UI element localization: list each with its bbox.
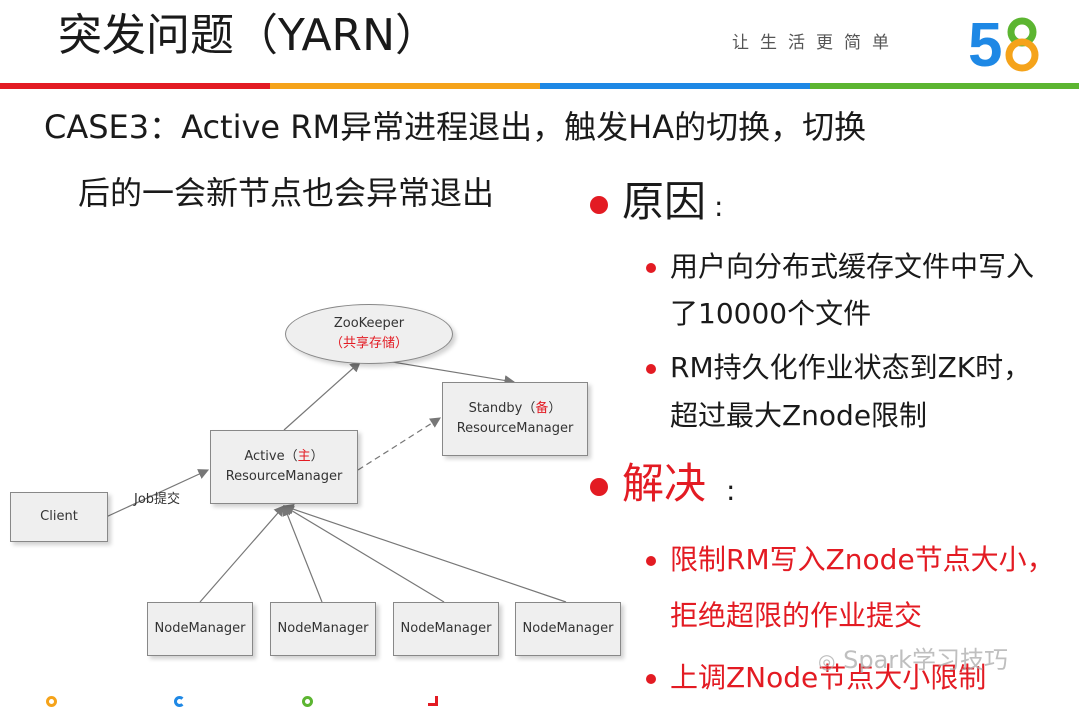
nodemanager-3-label: NodeManager	[400, 621, 492, 636]
solve-item-1-line2: 拒绝超限的作业提交	[670, 599, 923, 632]
standby-rm-node: Standby（备） ResourceManager	[442, 382, 588, 456]
nodemanager-4: NodeManager	[515, 602, 621, 656]
active-rm-node: Active（主） ResourceManager	[210, 430, 358, 504]
reason-colon: :	[714, 190, 724, 223]
nodemanager-3: NodeManager	[393, 602, 499, 656]
wechat-icon: ◎	[818, 649, 836, 673]
header-color-rule	[0, 83, 1079, 89]
rule-segment-red	[0, 83, 270, 89]
edge-nm1-to-active	[199, 505, 285, 603]
client-label: Client	[40, 509, 78, 524]
logo-digit-5: 5	[968, 12, 1002, 74]
nodemanager-4-label: NodeManager	[522, 621, 614, 636]
footer-orange-ring-icon	[46, 696, 57, 707]
solve-heading: 解决	[622, 459, 707, 508]
reason-item-1-bullet-icon	[646, 263, 656, 273]
reason-item-2-bullet-icon	[646, 364, 656, 374]
solve-item-2-bullet-icon	[646, 674, 656, 684]
edge-nm4-to-active	[282, 503, 567, 603]
standby-sub-label: ResourceManager	[456, 421, 574, 436]
zookeeper-node: ZooKeeper （共享存储）	[285, 304, 453, 364]
reason-item-1-line1: 用户向分布式缓存文件中写入	[670, 250, 1035, 283]
solve-item-2-line1: 上调ZNode节点大小限制	[670, 661, 987, 694]
edge-active-to-standby-dashed	[357, 417, 442, 471]
slide-title: 突发问题（YARN）	[58, 10, 440, 61]
slogan: 让生活更简单	[732, 33, 900, 53]
client-node: Client	[10, 492, 108, 542]
watermark: ◎ Spark学习技巧	[818, 640, 1008, 675]
logo-ring-bottom	[1005, 38, 1039, 72]
edge-nm2-to-active	[282, 504, 323, 603]
rule-segment-orange	[270, 83, 540, 89]
nodemanager-2: NodeManager	[270, 602, 376, 656]
reason-bullet-icon	[590, 196, 608, 214]
job-submit-label: Job提交	[134, 492, 181, 507]
nodemanager-1-label: NodeManager	[154, 621, 246, 636]
nodemanager-2-label: NodeManager	[277, 621, 369, 636]
standby-tag: 备	[535, 401, 549, 416]
solve-colon: :	[726, 474, 736, 507]
reason-item-1-line2: 了10000个文件	[670, 297, 872, 330]
standby-label-prefix: Standby（	[468, 401, 536, 416]
case-statement-line2: 后的一会新节点也会异常退出	[78, 174, 495, 212]
yarn-ha-diagram: ZooKeeper （共享存储） Standby（备） ResourceMana…	[0, 290, 640, 670]
active-label-suffix: ）	[310, 449, 324, 464]
diagram-connectors	[105, 359, 567, 603]
reason-item-2-line1: RM持久化作业状态到ZK时，	[670, 351, 1032, 384]
rule-segment-green	[810, 83, 1079, 89]
footer-green-ring-icon	[302, 696, 313, 707]
edge-zookeeper-to-standby	[379, 359, 516, 386]
edge-active-to-zookeeper	[283, 361, 361, 431]
case-statement-line1: CASE3：Active RM异常进程退出，触发HA的切换，切换	[44, 108, 867, 146]
active-label-prefix: Active（	[244, 449, 298, 464]
footer-red-corner-icon	[428, 696, 438, 706]
reason-heading: 原因	[622, 177, 707, 226]
edge-client-to-active	[105, 469, 210, 518]
zookeeper-note: （共享存储）	[329, 336, 408, 351]
watermark-text: Spark学习技巧	[843, 646, 1009, 674]
rule-segment-blue	[540, 83, 810, 89]
nodemanager-1: NodeManager	[147, 602, 253, 656]
standby-label-suffix: ）	[548, 401, 562, 416]
zookeeper-label: ZooKeeper	[333, 316, 405, 331]
active-sub-label: ResourceManager	[225, 469, 343, 484]
solve-item-1-line1: 限制RM写入Znode节点大小，	[670, 543, 1055, 576]
solve-item-1-bullet-icon	[646, 556, 656, 566]
edge-nm3-to-active	[282, 505, 445, 603]
solve-bullet-icon	[590, 478, 608, 496]
active-tag: 主	[297, 449, 311, 464]
brand-logo: 5	[968, 12, 1039, 74]
footer-blue-arc-icon	[174, 696, 185, 707]
reason-item-2-line2: 超过最大Znode限制	[670, 399, 928, 432]
